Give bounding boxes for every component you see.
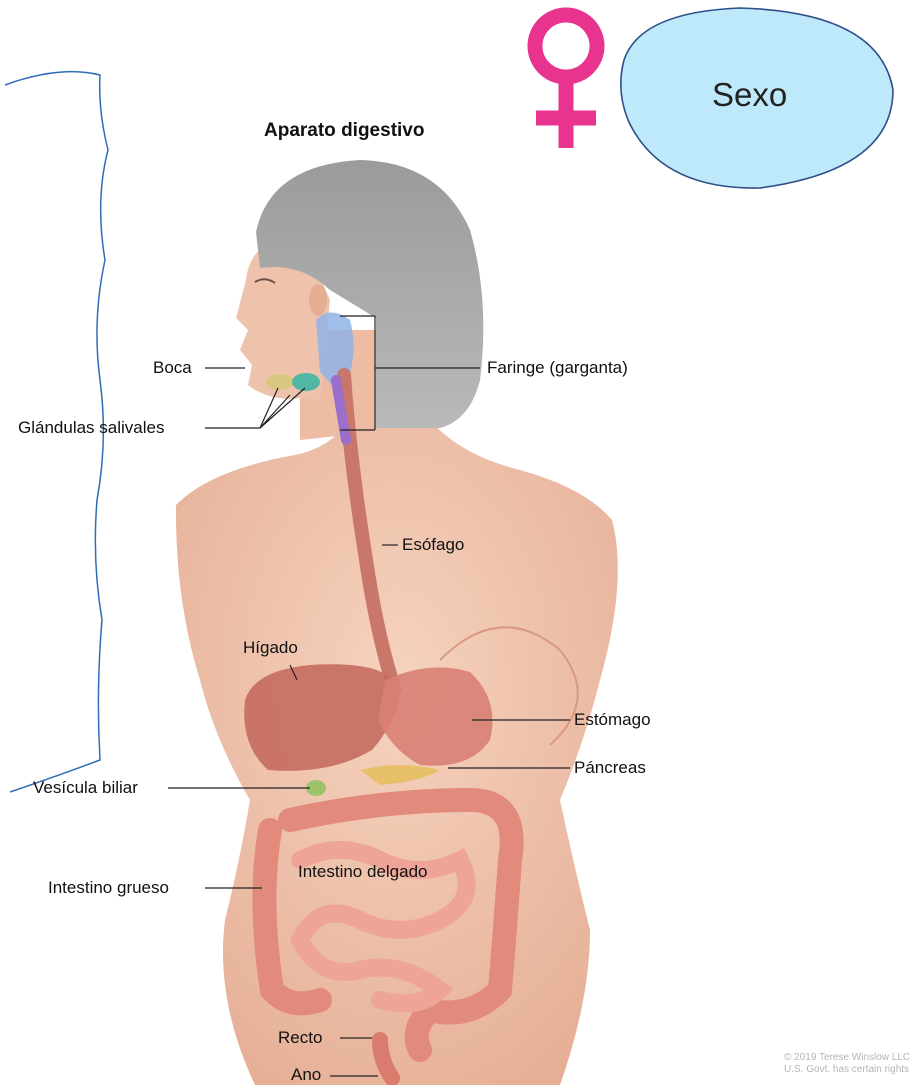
salivary-gland-2	[292, 373, 320, 391]
label-glandulas: Glándulas salivales	[18, 418, 164, 438]
label-higado: Hígado	[243, 638, 298, 658]
female-symbol-icon	[535, 15, 597, 148]
copyright-line-1: © 2019 Terese Winslow LLC	[784, 1052, 910, 1064]
label-vesicula: Vesícula biliar	[33, 778, 138, 798]
copyright: © 2019 Terese Winslow LLC U.S. Govt. has…	[784, 1052, 910, 1076]
salivary-gland-1	[266, 374, 294, 390]
label-grueso: Intestino grueso	[48, 878, 169, 898]
ear	[309, 284, 327, 316]
sex-label: Sexo	[712, 76, 787, 114]
label-faringe: Faringe (garganta)	[487, 358, 628, 378]
label-recto: Recto	[278, 1028, 322, 1048]
label-esofago: Esófago	[402, 535, 464, 555]
label-ano: Ano	[291, 1065, 321, 1085]
label-pancreas: Páncreas	[574, 758, 646, 778]
label-delgado: Intestino delgado	[298, 862, 428, 882]
label-boca: Boca	[153, 358, 192, 378]
torso	[176, 420, 618, 1085]
label-estomago: Estómago	[574, 710, 651, 730]
diagram-title: Aparato digestivo	[264, 120, 424, 142]
copyright-line-2: U.S. Govt. has certain rights	[784, 1064, 910, 1076]
